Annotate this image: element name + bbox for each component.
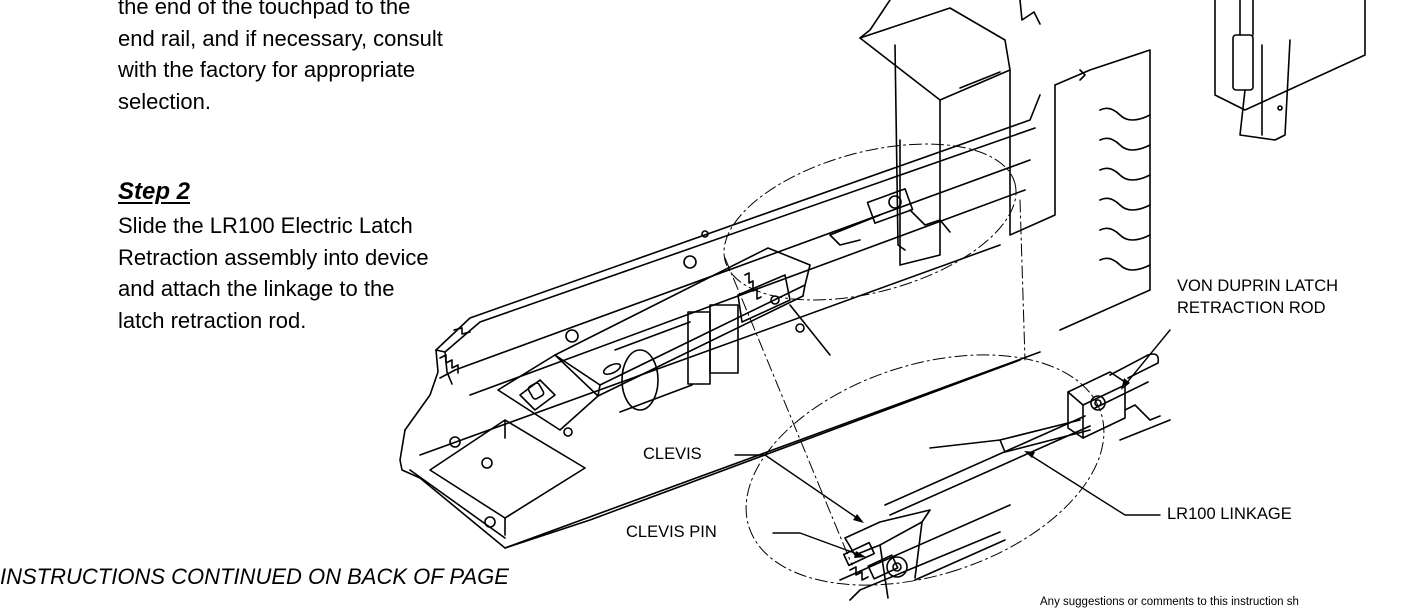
touchpad-case	[859, 0, 1151, 331]
rail-clevis	[829, 188, 951, 246]
intro-line: end rail, and if necessary, consult	[118, 25, 443, 51]
step2-line: and attach the linkage to the	[118, 276, 395, 301]
step2-text: Slide the LR100 Electric Latch Retractio…	[118, 210, 458, 336]
enlarged-detail	[839, 353, 1171, 601]
detail-projection	[723, 143, 1105, 586]
leader-lines	[734, 329, 1171, 556]
intro-text: the end of the touchpad to the end rail,…	[118, 0, 448, 117]
latch-rod-label-line1: VON DUPRIN LATCH	[1177, 277, 1339, 295]
intro-line: with the factory for appropriate	[118, 57, 416, 82]
latch-rod-callout: VON DUPRIN LATCH RETRACTION ROD	[1177, 275, 1338, 319]
intro-line: the end of the touchpad to the	[118, 0, 411, 19]
continued-notice: INSTRUCTIONS CONTINUED ON BACK OF PAGE	[0, 564, 509, 589]
leader-arrowheads	[853, 378, 1130, 558]
step2-heading: Step 2	[118, 178, 191, 205]
intro-line: selection.	[118, 88, 211, 114]
clevis-pin-label: CLEVIS PIN	[626, 523, 717, 541]
door-detail-inset	[1214, 0, 1366, 141]
step2-line: latch retraction rod.	[118, 307, 307, 333]
lr100-module	[429, 230, 831, 536]
device-rail	[399, 94, 1041, 549]
step2-line: Slide the LR100 Electric Latch	[118, 213, 413, 238]
comments-notice: Any suggestions or comments to this inst…	[1040, 596, 1299, 608]
latch-rod-label-line2: RETRACTION ROD	[1177, 299, 1326, 317]
step2-line: Retraction assembly into device	[118, 244, 429, 270]
clevis-label: CLEVIS	[643, 445, 702, 463]
linkage-label: LR100 LINKAGE	[1167, 505, 1292, 523]
